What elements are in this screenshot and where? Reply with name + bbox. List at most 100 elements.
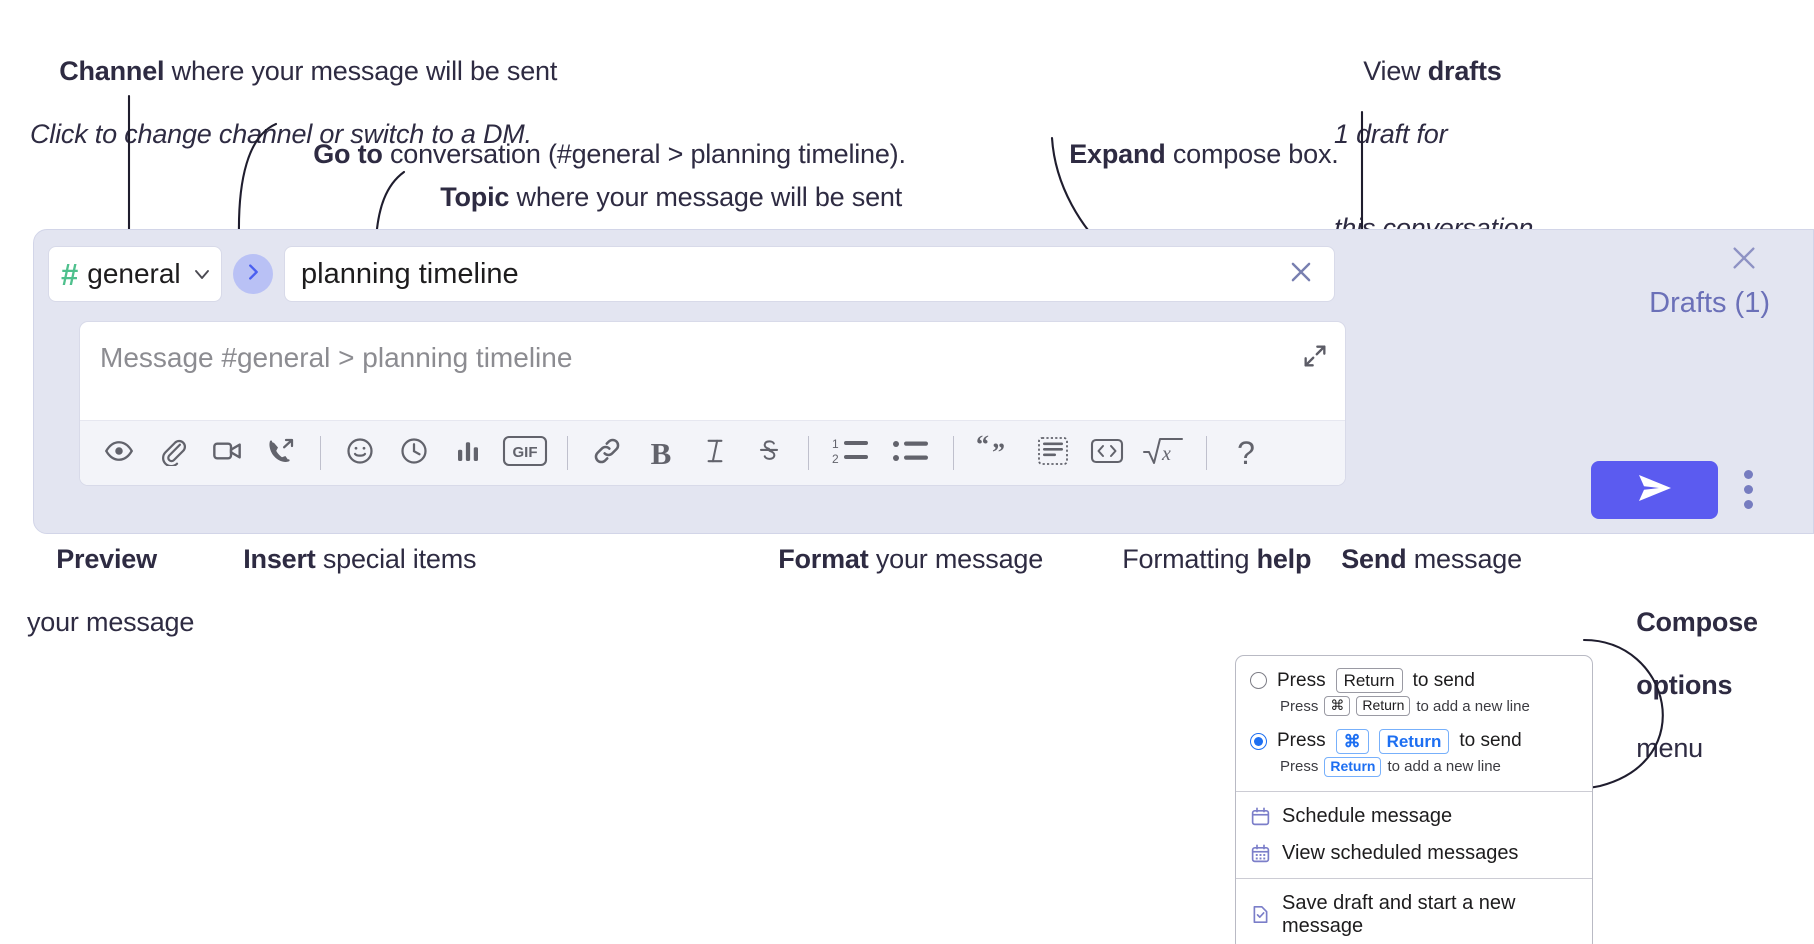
annotation-drafts-bold: drafts [1427,55,1502,86]
option1-hint-tail: to add a new line [1416,697,1530,715]
message-compose-box[interactable]: Message #general > planning timeline [79,321,1346,486]
inline-code-button[interactable] [1080,430,1134,476]
record-audio-button[interactable] [254,430,308,476]
option-press-return-to-send[interactable]: Press Return to send [1236,666,1592,695]
bold-button[interactable]: B [634,430,688,476]
attach-file-button[interactable] [146,430,200,476]
document-check-icon [1250,904,1271,925]
key-command: ⌘ [1324,696,1351,716]
question-mark-icon: ? [1237,435,1255,471]
channel-selector[interactable]: # general [48,246,222,302]
preview-button[interactable] [92,430,146,476]
option1-hint-press: Press [1280,697,1319,715]
annotation-send-bold: Send [1341,543,1407,574]
video-camera-icon [211,435,243,472]
annotation-channel-bold: Channel [59,55,165,86]
menu-item-label: Schedule message [1282,804,1453,827]
compose-options-menu: Press Return to send Press ⌘ Return to a… [1235,655,1593,944]
draft-menu-group: Save draft and start a new message [1236,879,1592,944]
italic-button[interactable] [688,430,742,476]
option1-tail-label: to send [1412,669,1475,691]
view-drafts-link[interactable]: Drafts (1) [1649,287,1770,319]
separator-2 [567,436,568,470]
reminder-button[interactable] [387,430,441,476]
formatting-help-button[interactable]: ? [1219,430,1273,476]
paperclip-icon [158,436,188,471]
clock-icon [399,436,429,471]
ordered-list-button[interactable]: 1 2 [821,430,881,476]
menu-item-schedule-message[interactable]: Schedule message [1236,798,1592,835]
bulleted-list-button[interactable] [881,430,941,476]
annotation-format-rest: your message [868,543,1044,574]
svg-text:“: “ [976,435,989,459]
key-return: Return [1324,757,1382,777]
annotation-compose-options-bold1: Compose [1636,607,1758,638]
link-button[interactable] [580,430,634,476]
phone-arrow-icon [266,436,296,471]
option2-hint-tail: to add a new line [1387,758,1501,776]
code-block-button[interactable] [1026,430,1080,476]
eye-icon [104,436,134,471]
option2-hint: Press Return to add a new line [1236,756,1592,783]
annotation-help-bold: help [1256,543,1312,574]
formatting-toolbar: GIF B [80,420,1345,485]
svg-text:GIF: GIF [513,444,538,461]
expand-compose-button[interactable] [1301,342,1329,375]
close-compose-button[interactable] [1726,242,1762,278]
menu-divider-2 [1236,877,1592,879]
send-message-button[interactable] [1591,461,1718,519]
svg-text:”: ” [992,438,1005,467]
quote-icon: “ ” [976,430,1016,472]
annotation-compose-options-rest: menu [1636,732,1703,763]
blockquote-button[interactable]: “ ” [966,430,1026,476]
key-return: Return [1378,728,1450,754]
calendar-grid-icon [1250,843,1271,864]
annotation-expand-bold: Expand [1069,138,1166,169]
annotation-help: Formatting help [1093,512,1311,607]
menu-item-view-scheduled-messages[interactable]: View scheduled messages [1236,835,1592,872]
menu-divider-1 [1236,790,1592,792]
latex-button[interactable]: x [1134,430,1194,476]
gif-button[interactable]: GIF [495,430,555,476]
annotation-send: Send message [1312,512,1522,607]
annotation-preview: Preview your message [27,512,194,701]
annotation-channel-rest: where your message will be sent [164,55,558,86]
poll-button[interactable] [441,430,495,476]
strikethrough-button[interactable] [742,430,796,476]
hash-icon: # [61,256,79,292]
option-press-cmd-return-to-send[interactable]: Press ⌘ Return to send [1236,727,1592,756]
calendar-icon [1250,806,1271,827]
annotation-expand: Expand compose box. [1040,107,1339,202]
annotation-expand-rest: compose box. [1165,138,1339,169]
gif-icon: GIF [502,434,548,473]
annotation-format: Format your message [749,512,1043,607]
annotation-topic-bold: Topic [440,181,510,212]
topic-input[interactable]: planning timeline [284,246,1335,302]
link-icon [591,435,623,472]
more-vertical-icon-dot-2 [1743,484,1753,494]
annotation-goto-bold: Go to [313,138,383,169]
emoji-button[interactable] [333,430,387,476]
code-brackets-icon [1090,437,1124,470]
annotation-goto: Go to conversation (#general > planning … [284,107,906,202]
compose-options-button[interactable] [1731,469,1765,509]
more-vertical-icon-dot-1 [1743,469,1753,479]
annotation-goto-rest: conversation (#general > planning timeli… [382,138,906,169]
svg-text:1: 1 [832,437,839,451]
clear-topic-button[interactable] [1282,253,1320,296]
annotation-insert-bold: Insert [243,543,316,574]
svg-text:2: 2 [832,452,839,466]
annotation-help-pre: Formatting [1122,543,1257,574]
annotation-topic: Topic where your message will be sent [411,150,902,245]
chevron-right-icon [242,261,264,288]
record-video-button[interactable] [200,430,254,476]
annotation-preview-bold: Preview [56,543,157,574]
send-shortcut-options: Press Return to send Press ⌘ Return to a… [1236,656,1592,791]
strikethrough-icon [755,436,783,471]
annotation-topic-rest: where your message will be sent [509,181,903,212]
menu-item-save-draft[interactable]: Save draft and start a new message [1236,885,1592,944]
radio-unselected-icon [1250,672,1267,690]
key-command: ⌘ [1335,728,1369,754]
message-placeholder: Message #general > planning timeline [100,342,573,373]
goto-conversation-button[interactable] [233,254,273,294]
